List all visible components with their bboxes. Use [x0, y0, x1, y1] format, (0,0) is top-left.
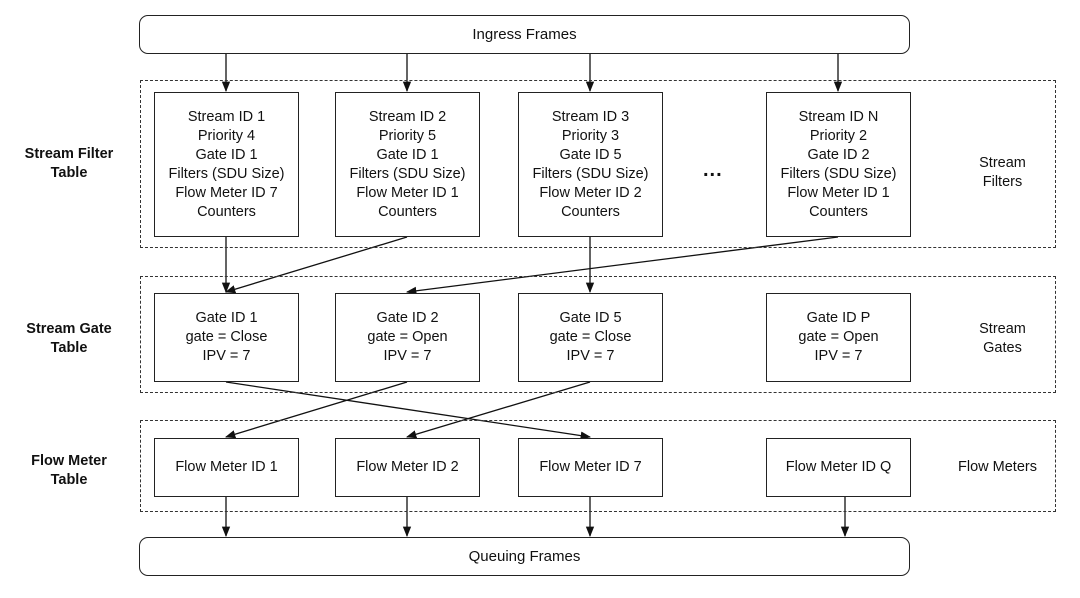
gate-id-text: Gate ID 2	[376, 310, 439, 326]
gate-state-text: gate = Open	[367, 329, 448, 345]
ingress-frames-bar: Ingress Frames	[139, 15, 910, 54]
gate-id-text: Gate ID 1	[376, 146, 439, 163]
stream-filter-n: Stream ID N Priority 2 Gate ID 2 Filters…	[766, 92, 911, 237]
counters-text: Counters	[378, 203, 437, 220]
stream-filter-table-label: Stream Filter Table	[24, 146, 114, 181]
flow-meter-id-text: Flow Meter ID 1	[356, 184, 459, 201]
queuing-frames-label: Queuing Frames	[468, 548, 581, 565]
flow-meter-1: Flow Meter ID 1	[154, 438, 299, 497]
queuing-frames-bar: Queuing Frames	[139, 537, 910, 576]
stream-id-text: Stream ID 2	[368, 108, 447, 125]
priority-text: Priority 5	[378, 127, 437, 144]
stream-id-text: Stream ID 1	[187, 108, 266, 125]
priority-text: Priority 2	[809, 127, 868, 144]
stream-filter-2: Stream ID 2 Priority 5 Gate ID 1 Filters…	[335, 92, 480, 237]
stream-gate-1: Gate ID 1 gate = Close IPV = 7	[154, 293, 299, 382]
flow-meter-q: Flow Meter ID Q	[766, 438, 911, 497]
flow-meter-group	[140, 420, 1056, 512]
stream-gate-table-label: Stream Gate Table	[26, 321, 112, 356]
flow-meter-id-text: Flow Meter ID 2	[356, 459, 459, 475]
gate-id-text: Gate ID 2	[807, 146, 870, 163]
stream-id-text: Stream ID 3	[551, 108, 630, 125]
flow-meter-id-text: Flow Meter ID 1	[175, 459, 278, 475]
counters-text: Counters	[561, 203, 620, 220]
flow-meter-id-text: Flow Meter ID 7	[175, 184, 278, 201]
gate-id-text: Gate ID 5	[559, 146, 622, 163]
stream-gate-5: Gate ID 5 gate = Close IPV = 7	[518, 293, 663, 382]
filters-text: Filters (SDU Size)	[349, 165, 466, 182]
counters-text: Counters	[197, 203, 256, 220]
flow-meter-2: Flow Meter ID 2	[335, 438, 480, 497]
flow-meter-id-text: Flow Meter ID 2	[539, 184, 642, 201]
stream-gate-group	[140, 276, 1056, 393]
priority-text: Priority 4	[197, 127, 256, 144]
flow-meters-label: Flow Meters	[958, 459, 1037, 475]
gate-id-text: Gate ID 1	[195, 146, 258, 163]
stream-filters-label: Stream Filters	[979, 155, 1026, 190]
flow-meter-id-text: Flow Meter ID 7	[539, 459, 642, 475]
gate-state-text: gate = Close	[549, 329, 632, 345]
stream-filter-3: Stream ID 3 Priority 3 Gate ID 5 Filters…	[518, 92, 663, 237]
ipv-text: IPV = 7	[383, 348, 432, 364]
ingress-frames-label: Ingress Frames	[472, 26, 577, 43]
flow-meter-id-text: Flow Meter ID 1	[787, 184, 890, 201]
stream-gate-2: Gate ID 2 gate = Open IPV = 7	[335, 293, 480, 382]
stream-id-text: Stream ID N	[798, 108, 879, 125]
stream-filter-group	[140, 80, 1056, 248]
flow-meter-7: Flow Meter ID 7	[518, 438, 663, 497]
priority-text: Priority 3	[561, 127, 620, 144]
ipv-text: IPV = 7	[814, 348, 863, 364]
stream-gates-label: Stream Gates	[979, 321, 1026, 356]
gate-id-text: Gate ID 5	[559, 310, 622, 326]
counters-text: Counters	[809, 203, 868, 220]
ipv-text: IPV = 7	[566, 348, 615, 364]
ellipsis: ...	[703, 159, 723, 181]
flow-meter-id-text: Flow Meter ID Q	[785, 459, 892, 475]
filters-text: Filters (SDU Size)	[168, 165, 285, 182]
filters-text: Filters (SDU Size)	[780, 165, 897, 182]
gate-id-text: Gate ID P	[806, 310, 871, 326]
flow-meter-table-label: Flow Meter Table	[31, 453, 107, 488]
ipv-text: IPV = 7	[202, 348, 251, 364]
stream-filter-1: Stream ID 1 Priority 4 Gate ID 1 Filters…	[154, 92, 299, 237]
filters-text: Filters (SDU Size)	[532, 165, 649, 182]
gate-id-text: Gate ID 1	[195, 310, 258, 326]
gate-state-text: gate = Open	[798, 329, 879, 345]
stream-gate-p: Gate ID P gate = Open IPV = 7	[766, 293, 911, 382]
gate-state-text: gate = Close	[185, 329, 268, 345]
